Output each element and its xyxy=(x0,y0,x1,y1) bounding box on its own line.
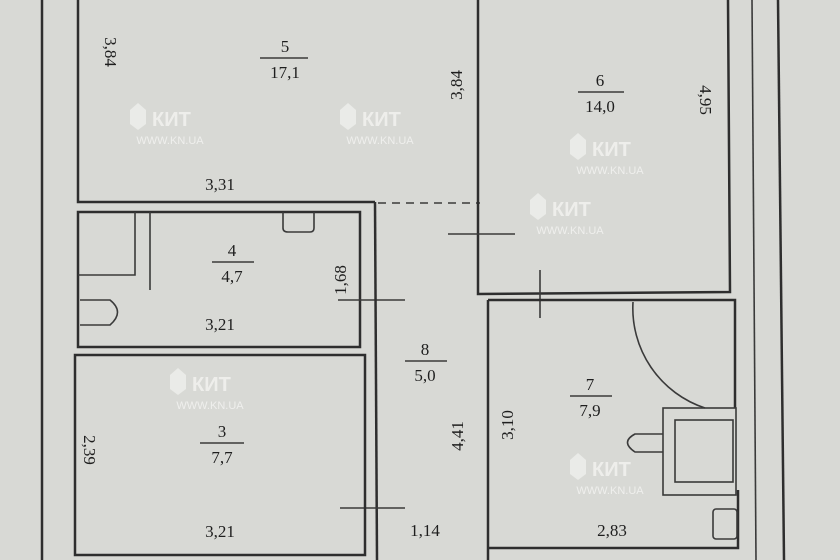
toilet-icon xyxy=(80,299,119,326)
corridor-wall-left xyxy=(373,201,379,560)
outer-wall-right-inner xyxy=(751,0,757,560)
sink-icon xyxy=(712,508,738,540)
watermark: КИТ WWW.KN.UA xyxy=(530,193,604,237)
watermark: КИТ WWW.KN.UA xyxy=(130,103,204,147)
watermark-brand: КИТ xyxy=(362,109,401,131)
watermark-brand: КИТ xyxy=(192,374,231,396)
room-6-area: 14,0 xyxy=(585,97,615,116)
dim-corridor-bottom: 1,14 xyxy=(410,521,440,540)
logo-icon xyxy=(570,133,586,160)
watermark: КИТ WWW.KN.UA xyxy=(170,368,244,412)
room-5-number: 5 xyxy=(281,37,290,56)
watermark-url: WWW.KN.UA xyxy=(136,135,204,147)
room-6-walls xyxy=(476,0,732,296)
room-3-number: 3 xyxy=(218,422,227,441)
room-7-area: 7,9 xyxy=(579,401,600,420)
watermark-url: WWW.KN.UA xyxy=(576,165,644,177)
dim-room6-right: 4,95 xyxy=(696,85,715,115)
room-8-area: 5,0 xyxy=(414,366,435,385)
watermark-url: WWW.KN.UA xyxy=(576,485,644,497)
dim-room5-bottom: 3,31 xyxy=(205,175,235,194)
watermark: КИТ WWW.KN.UA xyxy=(570,133,644,177)
dim-corridor-length: 4,41 xyxy=(448,421,467,451)
logo-icon xyxy=(130,103,146,130)
dim-room3-left: 2,39 xyxy=(80,435,99,465)
room-4-area: 4,7 xyxy=(221,267,243,286)
watermark: КИТ WWW.KN.UA xyxy=(340,103,414,147)
outer-wall-right xyxy=(776,0,786,560)
bathtub-inner xyxy=(674,419,734,483)
room-7-number: 7 xyxy=(586,375,595,394)
dim-room5-left: 3,84 xyxy=(101,37,120,67)
room-5-walls xyxy=(76,0,375,204)
dim-room7-left: 3,10 xyxy=(498,410,517,440)
watermark-url: WWW.KN.UA xyxy=(536,225,604,237)
washbasin-icon xyxy=(626,433,663,453)
watermark-brand: КИТ xyxy=(152,109,191,131)
room-3-area: 7,7 xyxy=(211,448,233,467)
dim-room6-left: 3,84 xyxy=(447,70,466,100)
room-8-number: 8 xyxy=(421,340,430,359)
room-4-walls xyxy=(76,210,362,349)
room-4-number: 4 xyxy=(228,241,237,260)
room-3-walls xyxy=(73,353,367,557)
logo-icon xyxy=(340,103,356,130)
logo-icon xyxy=(530,193,546,220)
watermark: КИТ WWW.KN.UA xyxy=(570,453,644,497)
watermark-brand: КИТ xyxy=(592,139,631,161)
watermark-url: WWW.KN.UA xyxy=(176,400,244,412)
room-7-walls-lower xyxy=(488,490,740,550)
watermarks: КИТ WWW.KN.UA КИТ WWW.KN.UA КИТ WWW.KN.UA КИТ W… xyxy=(130,103,644,497)
watermark-brand: КИТ xyxy=(592,459,631,481)
dim-room7-bottom: 2,83 xyxy=(597,521,627,540)
room-6-number: 6 xyxy=(596,71,605,90)
dim-room3-bottom: 3,21 xyxy=(205,522,235,541)
sink-icon xyxy=(282,212,315,233)
door-swing-arc xyxy=(632,301,706,409)
room-4-closet xyxy=(78,212,136,276)
room-5-area: 17,1 xyxy=(270,63,300,82)
logo-icon xyxy=(570,453,586,480)
watermark-url: WWW.KN.UA xyxy=(346,135,414,147)
watermark-brand: КИТ xyxy=(552,199,591,221)
logo-icon xyxy=(170,368,186,395)
room-7-walls xyxy=(488,298,737,408)
dim-room4-right: 1,68 xyxy=(331,265,350,295)
dim-room4-bottom: 3,21 xyxy=(205,315,235,334)
